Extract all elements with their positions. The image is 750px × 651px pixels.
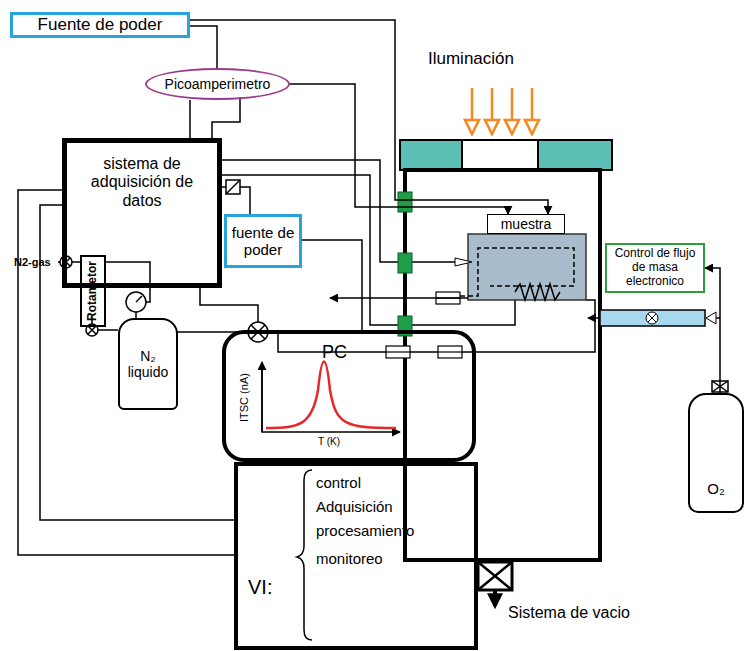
node-text: procesamiento <box>316 522 414 539</box>
axis-label: ITSC (nA) <box>238 373 250 422</box>
node-text: Adquisición <box>316 498 393 515</box>
node-text: fuente de poder <box>230 224 296 259</box>
flow-controller-bar <box>588 310 720 326</box>
illumination-label: Iluminación <box>428 50 514 69</box>
sample-box: muestra <box>487 214 565 234</box>
connector-wire <box>705 268 720 393</box>
power-supply-box: Fuente de poder <box>10 12 190 38</box>
vacuum-valve <box>478 562 512 606</box>
vi-bracket <box>297 470 312 640</box>
sample-holder <box>330 234 586 300</box>
connector-wire <box>189 100 191 138</box>
relay-symbol <box>226 180 240 194</box>
connector-wire <box>190 26 217 68</box>
node-text: control <box>316 474 361 491</box>
node-text: Picoamperimetro <box>165 76 271 92</box>
chamber <box>400 140 612 560</box>
gas-label: N2-gas <box>14 256 51 268</box>
o2-cylinder: O₂ <box>688 393 744 513</box>
tube-fittings <box>386 292 462 358</box>
connector-wire <box>290 84 508 214</box>
connector-wire <box>190 20 548 214</box>
node-text: N₂ liquido <box>122 348 174 380</box>
tsc-plot <box>262 362 400 433</box>
node-text: O₂ <box>707 480 725 497</box>
node-text: PC <box>322 342 347 363</box>
vacuum-label: Sistema de vacio <box>508 604 630 622</box>
vi-box: VI: controlAdquisición procesamiento monito… <box>234 462 478 650</box>
connector-wire <box>18 190 234 555</box>
flow-controller-box: Control de flujo de masa electronico <box>605 243 705 293</box>
node-text: muestra <box>501 216 552 232</box>
rotameter-box: Rotametor <box>80 255 106 327</box>
node-text: sistema de adquisición de datos <box>86 155 198 210</box>
picoammeter-ellipse: Picoamperimetro <box>145 68 290 100</box>
n2-dewar: N₂ liquido <box>118 318 178 410</box>
node-text: VI: <box>248 576 272 599</box>
wires <box>40 97 595 520</box>
illumination-arrows <box>472 88 532 134</box>
node-text: Fuente de poder <box>38 15 163 35</box>
feedthroughs <box>398 192 412 336</box>
axis-label: T (K) <box>318 436 340 447</box>
power-supply-box: fuente de poder <box>224 214 302 268</box>
node-text: Control de flujo de masa electronico <box>610 247 700 288</box>
node-text: monitoreo <box>316 550 383 567</box>
node-text: Rotametor <box>86 261 100 321</box>
pc-monitor: PC <box>222 330 476 462</box>
